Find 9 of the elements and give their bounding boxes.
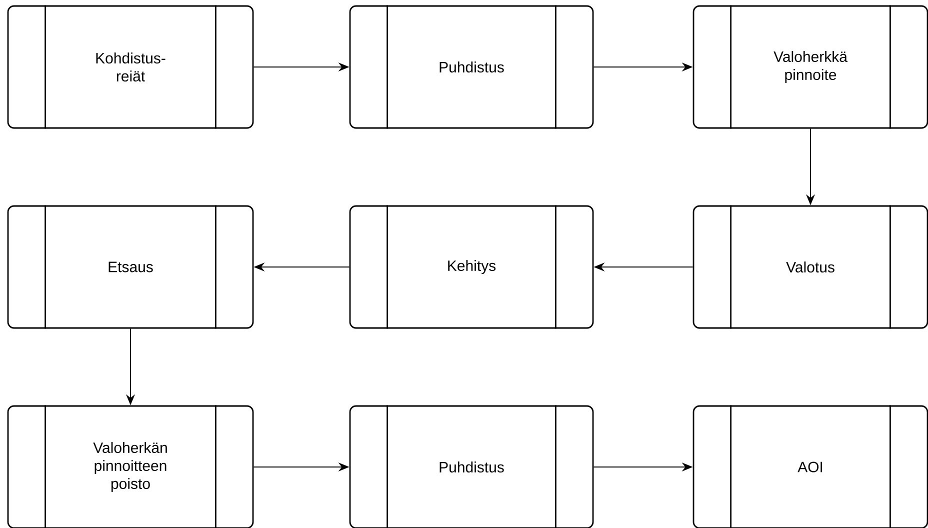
process-box: Etsaus xyxy=(7,205,254,329)
process-box: Kehitys xyxy=(349,205,594,329)
process-box: Puhdistus xyxy=(349,405,594,528)
process-box: Puhdistus xyxy=(349,5,594,129)
process-box: Valoherkän pinnoitteen poisto xyxy=(7,405,254,528)
process-box: Kohdistus-reiät xyxy=(7,5,254,129)
process-box: Valotus xyxy=(692,205,928,329)
process-box: AOI xyxy=(692,405,928,528)
process-box: Valoherkkä pinnoite xyxy=(692,5,928,129)
